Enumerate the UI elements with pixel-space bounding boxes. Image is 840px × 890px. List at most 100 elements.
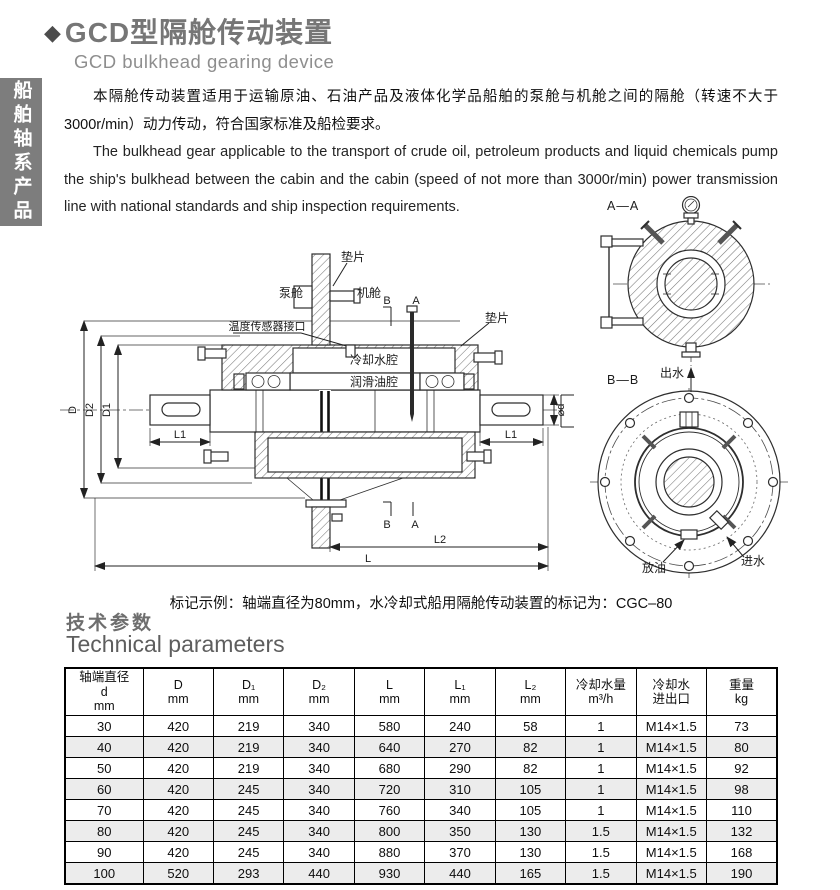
page-header: ◆GCD型隔舱传动装置 GCD bulkhead gearing device <box>44 16 334 73</box>
table-cell: 370 <box>424 841 496 863</box>
column-header: 轴端直径 d mm <box>64 667 144 716</box>
table-cell: M14×1.5 <box>635 715 708 737</box>
table-cell: 105 <box>494 778 567 800</box>
table-cell: M14×1.5 <box>635 799 708 821</box>
marking-example: 标记示例：轴端直径为80mm，水冷却式船用隔舱传动装置的标记为：CGC–80 <box>169 596 673 612</box>
table-cell: 100 <box>64 862 144 885</box>
table-cell: 880 <box>353 841 426 863</box>
bolt-hole <box>742 535 754 547</box>
aa-angled-bolt-right <box>717 223 739 245</box>
table-cell: 30 <box>64 715 144 737</box>
table-cell: 80 <box>706 736 778 758</box>
table-cell: 680 <box>353 757 426 779</box>
view-a-a <box>600 196 770 366</box>
column-header: 重量 kg <box>706 667 778 716</box>
table-cell: 340 <box>283 736 355 758</box>
bulkhead-foot-flange <box>305 499 347 508</box>
table-cell: 420 <box>142 715 214 737</box>
seal-left <box>233 373 245 390</box>
bolt-hole <box>683 392 695 404</box>
gasket-leader-right <box>460 322 490 347</box>
table-cell: 130 <box>494 841 567 863</box>
table-cell: 98 <box>706 778 778 800</box>
table-cell: 1 <box>565 799 637 821</box>
table-cell: 70 <box>64 799 144 821</box>
table-cell: M14×1.5 <box>635 862 708 885</box>
table-cell: 340 <box>283 799 355 821</box>
section-b-bottom-label: B <box>383 519 390 531</box>
technical-drawing: 垫片 泵舱 机舱 B A 温度传感器接口 冷却水腔 润滑油腔 垫片 D D2 D… <box>60 196 788 578</box>
cooling-water-chamber <box>292 347 456 374</box>
table-cell: M14×1.5 <box>635 736 708 758</box>
table-cell: 245 <box>212 820 285 842</box>
column-header: 冷却水 进出口 <box>635 667 708 716</box>
dim-L1-right-label: L1 <box>505 429 517 441</box>
gasket-label-right: 垫片 <box>485 310 509 325</box>
lube-oil-chamber-label: 润滑油腔 <box>350 374 398 389</box>
intro-paragraph-en: The bulkhead gear applicable to the tran… <box>64 144 778 215</box>
table-cell: 58 <box>494 715 567 737</box>
table-cell: 219 <box>212 736 285 758</box>
dim-D-label: D <box>67 406 79 414</box>
table-cell: 73 <box>706 715 778 737</box>
keyway-left <box>161 402 201 417</box>
housing-bolt-right <box>473 352 497 363</box>
column-header: 冷却水量 m³/h <box>565 667 637 716</box>
engine-cabin-label: 机舱 <box>357 286 381 300</box>
bolt-hole <box>624 535 636 547</box>
table-cell: 40 <box>64 736 144 758</box>
table-cell: 340 <box>283 715 355 737</box>
page-title-cn: GCD型隔舱传动装置 <box>64 17 334 48</box>
lower-bolt-right <box>466 451 486 462</box>
table-cell: 1 <box>565 715 637 737</box>
water-inlet-fitting <box>708 509 730 531</box>
table-cell: 1 <box>565 757 637 779</box>
view-b-b <box>560 367 788 578</box>
table-cell: 420 <box>142 757 214 779</box>
dim-L-label: L <box>365 553 371 565</box>
table-cell: 240 <box>424 715 496 737</box>
view-aa-label: A—A <box>607 199 639 213</box>
bolt-hole <box>767 476 779 488</box>
gasket-leader-top <box>332 262 348 287</box>
table-cell: 420 <box>142 778 214 800</box>
section-bolt-a <box>410 312 414 414</box>
page-title: ◆GCD型隔舱传动装置 <box>44 16 334 50</box>
table-cell: M14×1.5 <box>635 820 708 842</box>
section-heading-cn: 技术参数 <box>66 613 155 634</box>
table-cell: 1.5 <box>565 862 637 885</box>
table-cell: 245 <box>212 778 285 800</box>
dim-L1-left-label: L1 <box>174 429 186 441</box>
aa-stud-top <box>611 238 644 247</box>
column-header: L mm <box>353 667 426 716</box>
table-cell: M14×1.5 <box>635 778 708 800</box>
table-cell: 420 <box>142 799 214 821</box>
table-cell: 50 <box>64 757 144 779</box>
table-cell: 219 <box>212 757 285 779</box>
bulkhead-flange-bolt <box>329 290 355 302</box>
table-cell: 440 <box>424 862 496 885</box>
table-cell: 82 <box>494 757 567 779</box>
table-cell: 105 <box>494 799 567 821</box>
section-a-top-label: A <box>412 295 420 307</box>
bulkhead-wall-upper <box>311 253 331 346</box>
table-cell: 132 <box>706 820 778 842</box>
table-cell: 168 <box>706 841 778 863</box>
table-cell: 760 <box>353 799 426 821</box>
aa-stud-bottom <box>611 317 644 326</box>
table-cell: 340 <box>283 820 355 842</box>
table-cell: 1 <box>565 778 637 800</box>
keyway-right <box>491 402 531 417</box>
bb-shaft-core <box>663 456 715 508</box>
column-header: D₂ mm <box>283 667 355 716</box>
section-b-top-label: B <box>383 295 390 307</box>
column-header: D mm <box>142 667 214 716</box>
section-a-bottom-label: A <box>411 519 419 531</box>
table-cell: 190 <box>706 862 778 885</box>
